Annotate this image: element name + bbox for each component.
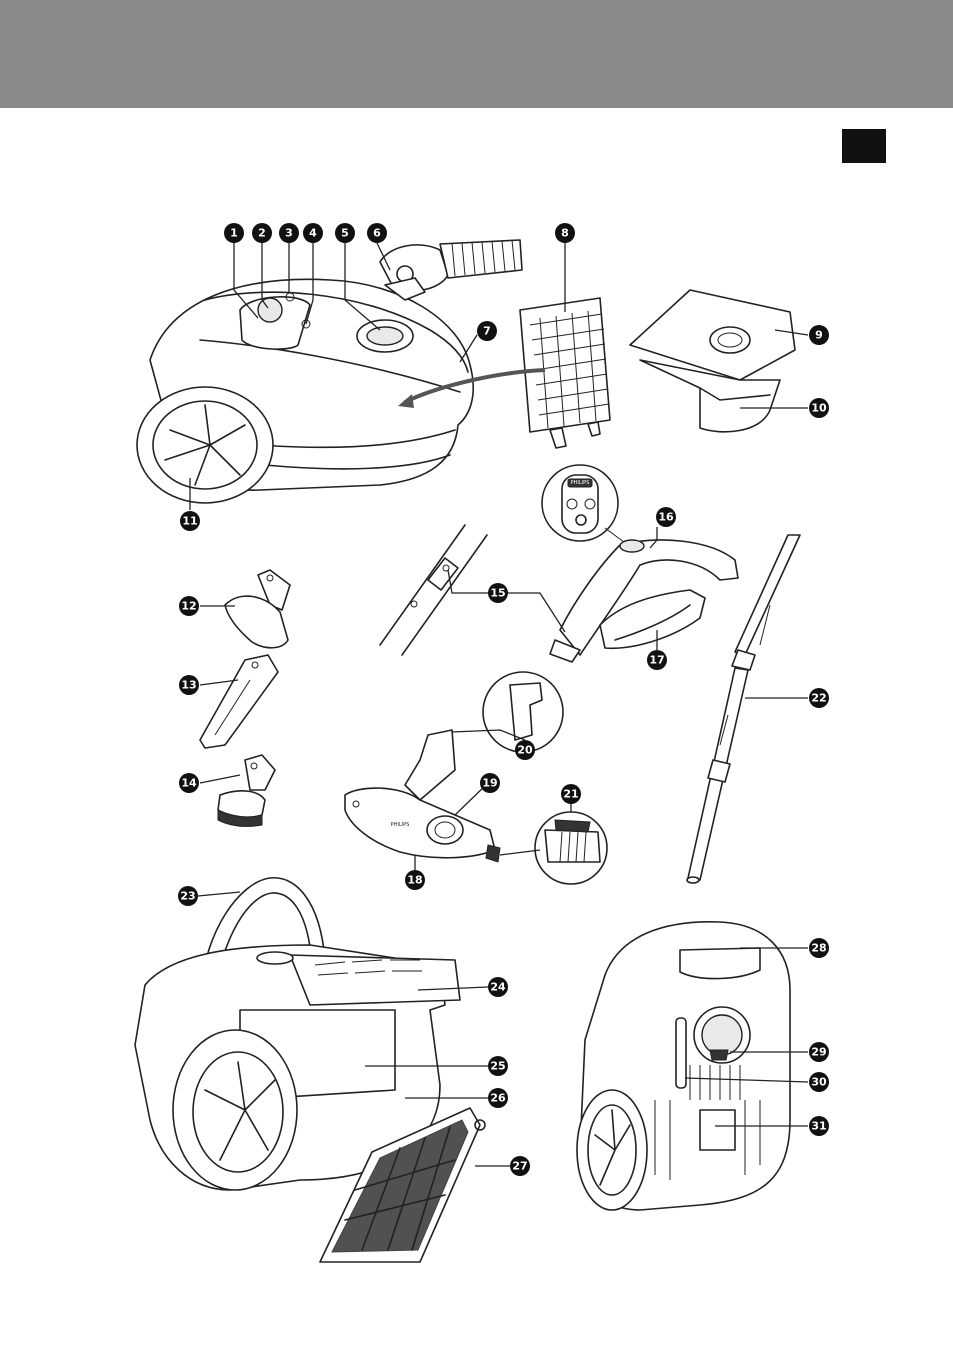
callout-25: 25 — [488, 1056, 508, 1076]
callout-28: 28 — [809, 938, 829, 958]
callout-15: 15 — [488, 583, 508, 603]
vacuum-back-view — [577, 922, 790, 1210]
hose-handle — [550, 540, 738, 662]
callout-22-label: 22 — [811, 692, 826, 705]
callout-21-label: 21 — [563, 788, 578, 801]
tube-joint — [380, 525, 487, 655]
dusting-brush — [218, 755, 275, 826]
callout-17-label: 17 — [649, 654, 664, 667]
callout-10-label: 10 — [811, 402, 827, 415]
callout-3-label: 3 — [285, 227, 293, 240]
callout-14: 14 — [179, 773, 199, 793]
callout-30: 30 — [809, 1072, 829, 1092]
callout-16: 16 — [656, 507, 676, 527]
floor-nozzle: PHILIPS — [345, 730, 500, 862]
nozzle-detail-circle-21 — [535, 812, 607, 884]
callout-11: 11 — [180, 511, 200, 531]
callout-12-label: 12 — [181, 600, 196, 613]
callout-31-label: 31 — [811, 1120, 826, 1133]
motor-protection-filter — [520, 298, 610, 448]
callout-29-label: 29 — [811, 1046, 826, 1059]
callout-28-label: 28 — [811, 942, 826, 955]
callout-5-label: 5 — [341, 227, 349, 240]
callout-31: 31 — [809, 1116, 829, 1136]
callout-24: 24 — [488, 977, 508, 997]
callout-1-label: 1 — [230, 227, 238, 240]
callout-6-label: 6 — [373, 227, 381, 240]
callout-4: 4 — [303, 223, 323, 243]
callout-26: 26 — [488, 1088, 508, 1108]
callout-14-label: 14 — [181, 777, 197, 790]
callout-20-label: 20 — [517, 744, 533, 757]
callout-18-label: 18 — [407, 874, 422, 887]
nozzle-detail-circle-20 — [483, 672, 563, 752]
telescopic-tube — [687, 535, 800, 883]
callout-22: 22 — [809, 688, 829, 708]
callout-9-label: 9 — [815, 329, 823, 342]
callout-18: 18 — [405, 870, 425, 890]
callout-27: 27 — [510, 1156, 530, 1176]
callout-11-label: 11 — [182, 515, 197, 528]
callout-13-label: 13 — [181, 679, 196, 692]
callout-23-label: 23 — [180, 890, 195, 903]
callout-10: 10 — [809, 398, 829, 418]
callout-15-label: 15 — [490, 587, 505, 600]
callout-7: 7 — [477, 321, 497, 341]
callout-19: 19 — [480, 773, 500, 793]
callout-20: 20 — [515, 740, 535, 760]
callout-26-label: 26 — [490, 1092, 506, 1105]
callout-21: 21 — [561, 784, 581, 804]
callout-4-label: 4 — [309, 227, 317, 240]
callout-17: 17 — [647, 650, 667, 670]
callout-23: 23 — [178, 886, 198, 906]
callout-9: 9 — [809, 325, 829, 345]
callout-8: 8 — [555, 223, 575, 243]
callout-3: 3 — [279, 223, 299, 243]
callout-30-label: 30 — [811, 1076, 827, 1089]
callout-2: 2 — [252, 223, 272, 243]
callout-5: 5 — [335, 223, 355, 243]
callout-1: 1 — [224, 223, 244, 243]
nozzle-logo-text: PHILIPS — [391, 822, 410, 828]
callout-29: 29 — [809, 1042, 829, 1062]
callout-6: 6 — [367, 223, 387, 243]
callout-24-label: 24 — [490, 981, 506, 994]
callout-13: 13 — [179, 675, 199, 695]
callout-16-label: 16 — [658, 511, 674, 524]
vacuum-main-body — [137, 279, 473, 503]
handle-detail-circle: PHILIPS — [542, 465, 628, 545]
callout-7-label: 7 — [483, 325, 491, 338]
upholstery-nozzle — [225, 570, 290, 648]
handle-logo-text: PHILIPS — [571, 480, 590, 486]
callout-25-label: 25 — [490, 1060, 505, 1073]
dust-bag — [630, 290, 795, 432]
crevice-tool — [200, 655, 278, 748]
callout-19-label: 19 — [482, 777, 497, 790]
hose-connector — [380, 240, 522, 300]
callout-8-label: 8 — [561, 227, 569, 240]
callout-12: 12 — [179, 596, 199, 616]
callout-2-label: 2 — [258, 227, 266, 240]
callout-27-label: 27 — [512, 1160, 527, 1173]
